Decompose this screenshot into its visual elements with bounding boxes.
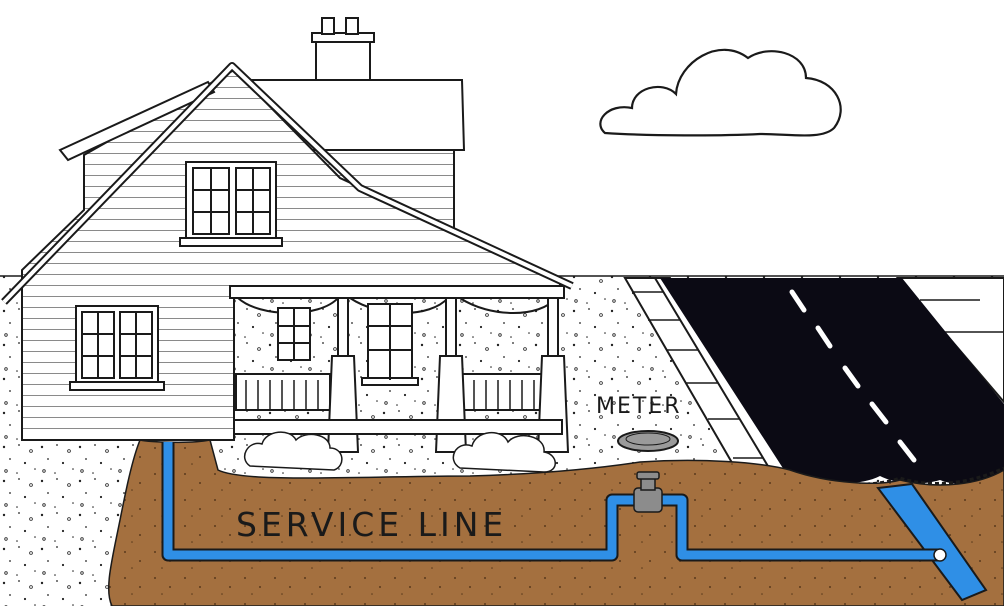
service-line-pipe-fill (163, 442, 938, 560)
porch (229, 285, 570, 453)
bush-left (244, 431, 343, 471)
road (660, 278, 1004, 484)
service-line-label: Service Line (236, 505, 508, 544)
water-main (876, 482, 988, 602)
lane-dashes (789, 289, 917, 463)
meter-valve (633, 471, 663, 513)
dirt-trench (107, 439, 1004, 606)
upper-window (179, 161, 283, 247)
bush-right (452, 432, 556, 473)
house (1, 17, 574, 473)
cloud (599, 48, 842, 137)
chimney (315, 39, 371, 81)
lower-left-window (69, 305, 165, 391)
meter-label: Meter (596, 394, 682, 419)
pipe-connection (933, 548, 947, 562)
meter-cover (617, 430, 679, 452)
